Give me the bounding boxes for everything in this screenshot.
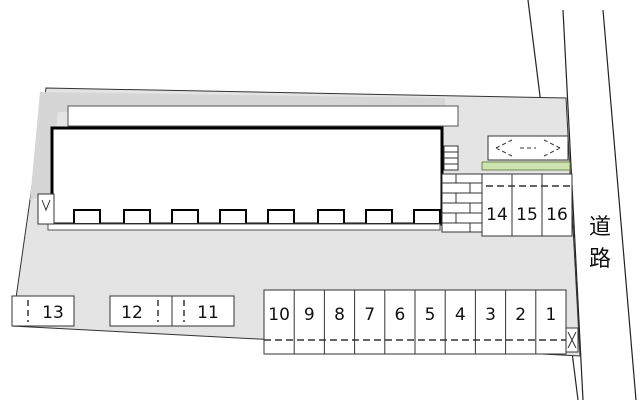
space-8-label: 8 <box>334 305 345 325</box>
space-13 <box>11 295 75 327</box>
road-edge-right <box>602 9 637 400</box>
spaces-middle-group <box>109 295 235 327</box>
space-12-label: 12 <box>121 303 143 323</box>
space-5-label: 5 <box>425 305 436 325</box>
space-2-label: 2 <box>515 305 526 325</box>
spaces-bottom-row <box>263 289 567 355</box>
space-1-label: 1 <box>545 305 556 325</box>
spaces-top-row <box>481 173 573 237</box>
bicycle-parking-mark <box>495 139 561 157</box>
planting-strip <box>481 161 571 171</box>
apartment-building <box>50 126 444 226</box>
space-11-label: 11 <box>197 303 219 323</box>
space-3-label: 3 <box>485 305 496 325</box>
building-base <box>47 223 441 231</box>
space-9-label: 9 <box>304 305 315 325</box>
space-13-label: 13 <box>42 303 64 323</box>
building-roof <box>67 105 459 127</box>
space-15-label: 15 <box>516 205 538 225</box>
space-14-label: 14 <box>486 205 508 225</box>
space-7-label: 7 <box>364 305 375 325</box>
road-label-top: 道 <box>589 215 611 240</box>
end-marker-mark <box>567 331 577 349</box>
space-16-label: 16 <box>546 205 568 225</box>
space-10-label: 10 <box>268 305 290 325</box>
paving-strip <box>30 92 445 200</box>
space-4-label: 4 <box>455 305 466 325</box>
brick-wall <box>441 173 483 233</box>
road-label-bottom: 路 <box>589 247 611 272</box>
meter-box-mark <box>41 199 51 212</box>
space-6-label: 6 <box>394 305 405 325</box>
road-edge-inner <box>562 9 584 400</box>
